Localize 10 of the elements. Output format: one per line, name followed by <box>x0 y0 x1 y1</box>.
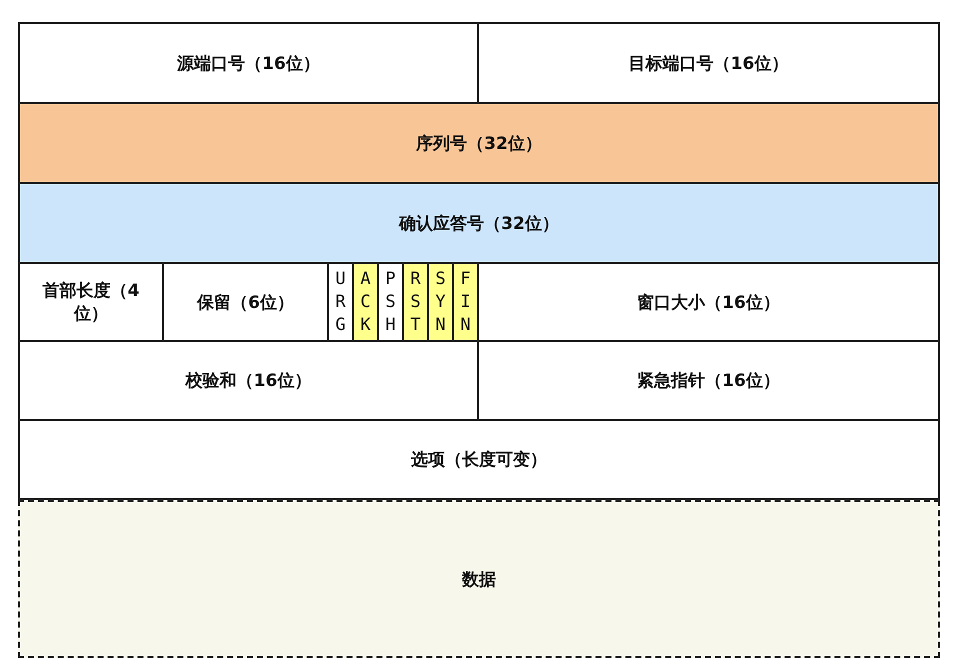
field-box: 源端口号（16位） <box>18 22 479 104</box>
flag-box: RST <box>402 262 429 342</box>
field-box: 目标端口号（16位） <box>477 22 940 104</box>
flag-box: FIN <box>452 262 479 342</box>
field-box: 序列号（32位） <box>18 102 940 184</box>
flag-box: SYN <box>427 262 454 342</box>
flag-box: ACK <box>352 262 379 342</box>
field-box: 确认应答号（32位） <box>18 182 940 264</box>
data-box: 数据 <box>18 500 940 658</box>
field-box: 选项（长度可变） <box>18 419 940 500</box>
